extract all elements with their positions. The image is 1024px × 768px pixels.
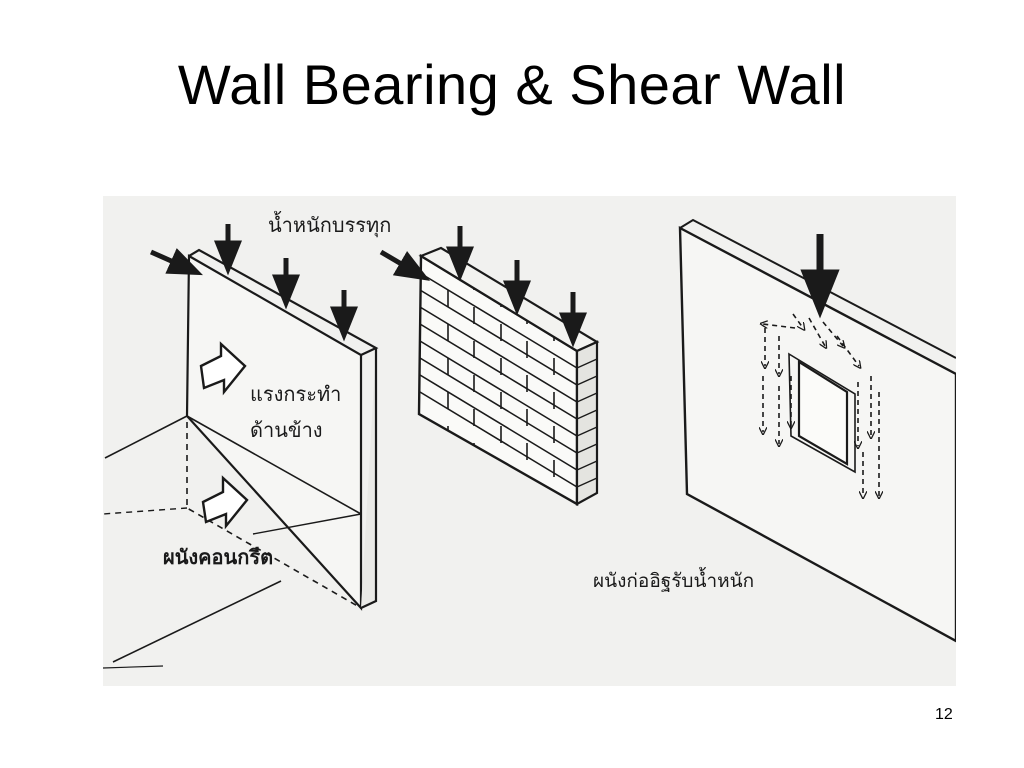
load-path-arrows [763, 313, 879, 496]
label-lateral-force-line1: แรงกระทำ [250, 382, 342, 406]
label-lateral-force-line2: ด้านข้าง [250, 418, 323, 442]
lateral-force-arrows [199, 341, 249, 530]
wall-diagram-drawing [103, 218, 956, 669]
concrete-wall-load-arrows [149, 224, 358, 342]
wall-diagram-figure: น้ำหนักบรรทุก แรงกระทำ ด้านข้าง ผนังคอนก… [103, 196, 956, 686]
label-load: น้ำหนักบรรทุก [268, 213, 392, 237]
slide-title: Wall Bearing & Shear Wall [177, 53, 847, 116]
label-masonry-bearing-wall: ผนังก่ออิฐรับน้ำหนัก [593, 570, 755, 592]
brick-wall-load-arrows [379, 226, 587, 348]
brick-wall [417, 246, 600, 507]
label-concrete-wall: ผนังคอนกรีต [163, 545, 274, 569]
page-number: 12 [935, 706, 953, 723]
concrete-wall [103, 248, 379, 669]
label-lateral-force: แรงกระทำ ด้านข้าง [250, 376, 341, 448]
masonry-bearing-wall [678, 218, 956, 643]
